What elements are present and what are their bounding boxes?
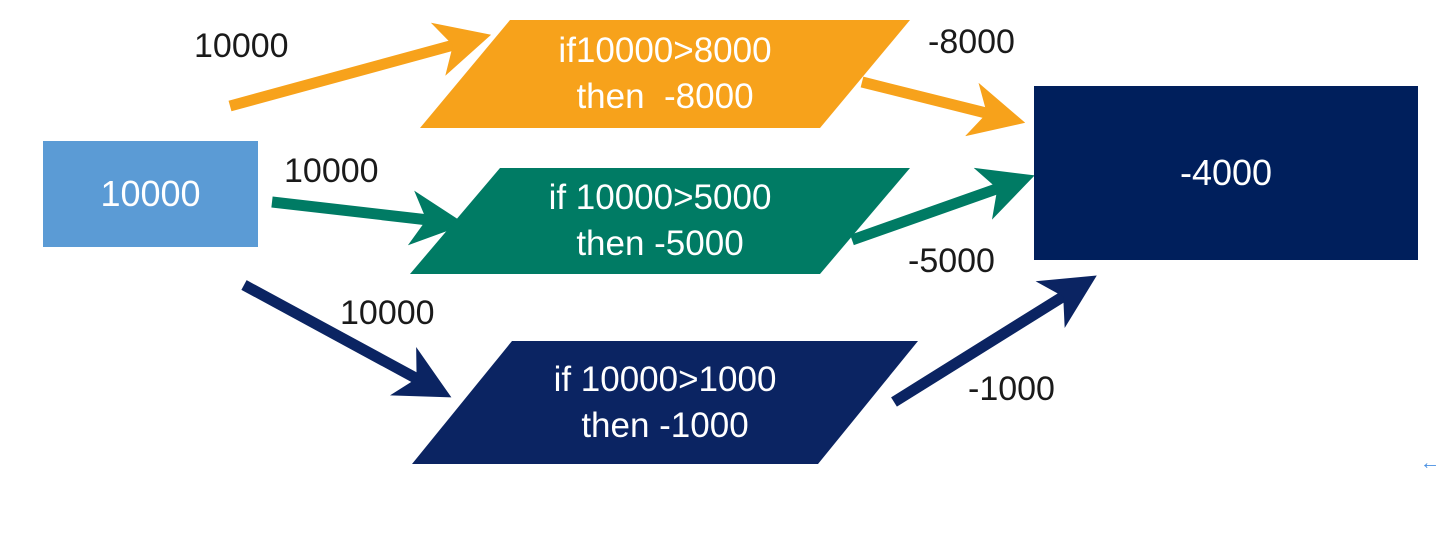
branch-3-condition: if 10000>1000 [553,359,777,399]
arrow-source-to-branch-2 [271,190,466,246]
branch-3-action: then -1000 [581,405,749,445]
arrow-branch-2-to-result [850,167,1035,246]
branch-1-condition: if10000>8000 [558,31,772,70]
branch-2-action: then -5000 [576,224,744,263]
result-value: -4000 [1179,152,1273,193]
arrow-branch-1-to-result [860,76,1026,137]
branch-box-3: if 10000>1000 then -1000 [412,341,918,464]
arrow-source-to-branch-3 [241,280,452,398]
branch-2-input-label: 10000 [284,152,379,190]
branch-1-input-label: 10000 [194,27,289,65]
branch-box-2: if 10000>5000 then -5000 [410,168,910,274]
arrow-left-icon[interactable]: ← [1420,452,1438,474]
branch-2-condition: if 10000>5000 [548,178,772,217]
branch-3-input-label: 10000 [340,294,435,332]
source-value: 10000 [100,173,201,214]
branch-3-output-label: -1000 [968,370,1055,408]
arrow-source-to-branch-1 [228,22,492,112]
branch-1-output-label: -8000 [928,23,1015,61]
source-box: 10000 [43,141,258,247]
branch-1-action: then -8000 [576,77,754,116]
branch-2-output-label: -5000 [908,242,995,280]
branch-box-1: if10000>8000 then -8000 [420,20,910,128]
result-box: -4000 [1034,86,1418,260]
arrow-branch-3-to-result [891,275,1097,407]
